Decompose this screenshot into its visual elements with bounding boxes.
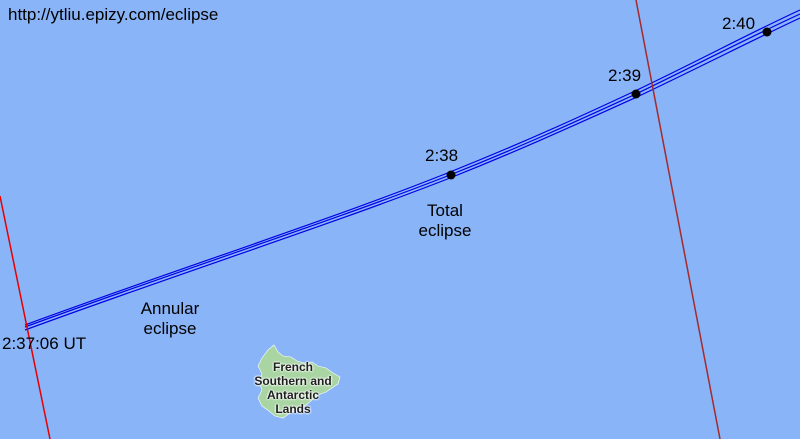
time-label-239: 2:39 [608,66,642,85]
time-marker-dot-239[interactable] [631,89,641,99]
annular-eclipse-text: Annular eclipse [140,299,200,338]
total-eclipse-label: Total eclipse [405,201,485,241]
total-eclipse-text: Total eclipse [418,201,472,240]
territory-label: French Southern and Antarctic Lands [240,360,346,416]
eclipse-path-north [24,9,800,326]
url-label: http://ytliu.epizy.com/eclipse [8,5,219,24]
time-label-240: 2:40 [722,14,756,33]
time-marker-dot-238[interactable] [446,170,456,180]
start-limit-line [0,195,51,439]
time-marker-dot-240[interactable] [762,27,772,37]
eclipse-path-south [24,17,800,331]
time-limit-line [635,0,721,439]
annular-eclipse-label: Annular eclipse [130,299,210,339]
time-label-238: 2:38 [425,146,459,165]
territory-text: French Southern and Antarctic Lands [254,360,332,416]
island-shape [257,344,341,419]
eclipse-path-center [24,13,800,328]
start-time-label: 2:37:06 UT [2,334,87,353]
